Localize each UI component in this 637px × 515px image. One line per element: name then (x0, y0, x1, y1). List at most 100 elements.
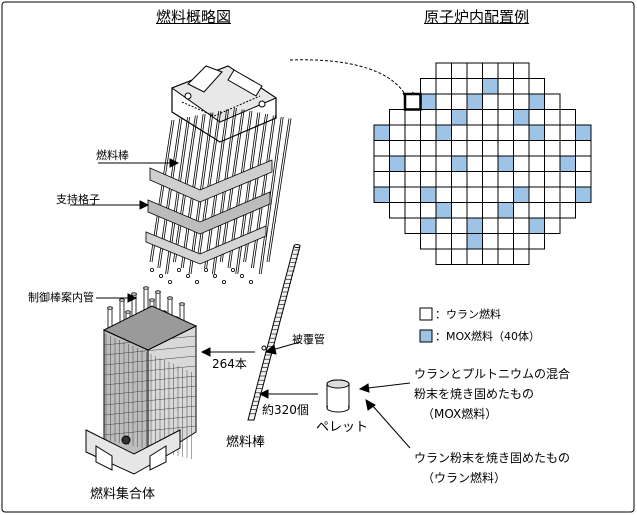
core-cell-uranium (451, 233, 468, 250)
core-cell-uranium (482, 171, 499, 188)
core-cell-mox (466, 217, 483, 234)
core-cell-uranium (435, 186, 452, 203)
core-cell-uranium (389, 202, 406, 219)
core-cell-uranium (482, 93, 499, 110)
core-cell-uranium (513, 140, 530, 157)
core-cell-uranium (420, 124, 437, 141)
core-cell-uranium (451, 202, 468, 219)
core-cell-uranium (404, 217, 421, 234)
core-cell-uranium (482, 62, 499, 79)
core-cell-uranium (420, 140, 437, 157)
core-cell-mox (451, 109, 468, 126)
core-cell-uranium (497, 78, 514, 95)
pellet-illustration (326, 379, 350, 413)
core-cell-uranium (497, 124, 514, 141)
core-cell-uranium (466, 155, 483, 172)
core-cell-uranium (544, 93, 561, 110)
core-cell-uranium (389, 124, 406, 141)
desc-uranium-line1: ウラン粉末を焼き固めたもの (414, 451, 571, 465)
core-cell-uranium (528, 171, 545, 188)
label-fuel-rod-upper: 燃料棒 (96, 149, 129, 162)
core-cell-uranium (497, 171, 514, 188)
core-cell-uranium (513, 93, 530, 110)
core-cell-mox (513, 186, 530, 203)
core-cell-uranium (482, 109, 499, 126)
core-cell-uranium (435, 171, 452, 188)
core-cell-uranium (575, 140, 592, 157)
core-cell-mox (528, 217, 545, 234)
core-cell-uranium (466, 171, 483, 188)
core-cell-uranium (544, 202, 561, 219)
core-cell-mox (420, 186, 437, 203)
core-cell-uranium (451, 140, 468, 157)
core-cell-uranium (389, 171, 406, 188)
label-pellet: ペレット (316, 420, 369, 435)
core-loading-map (373, 62, 592, 265)
core-cell-mox (373, 186, 390, 203)
label-fuel-rod: 燃料棒 (226, 435, 266, 450)
core-cell-uranium (482, 124, 499, 141)
core-cell-uranium (389, 186, 406, 203)
core-cell-uranium (559, 124, 576, 141)
core-cell-uranium (404, 171, 421, 188)
core-cell-uranium (435, 217, 452, 234)
core-cell-uranium (513, 171, 530, 188)
core-cell-uranium (528, 78, 545, 95)
desc-mox-line2: 粉末を焼き固めたもの (414, 387, 535, 401)
core-cell-uranium (435, 248, 452, 265)
legend-mox-label: ：MOX燃料（40体） (435, 330, 540, 343)
core-cell-uranium (513, 62, 530, 79)
core-cell-uranium (513, 248, 530, 265)
legend-uranium-swatch (419, 307, 433, 321)
core-cell-uranium (513, 202, 530, 219)
core-cell-mox (435, 202, 452, 219)
legend-uranium-label: ：ウラン燃料 (435, 308, 501, 321)
core-cell-uranium (435, 62, 452, 79)
core-cell-uranium (466, 248, 483, 265)
core-cell-uranium (466, 202, 483, 219)
core-cell-uranium (497, 217, 514, 234)
core-cell-uranium (544, 186, 561, 203)
core-cell-mox (575, 124, 592, 141)
core-cell-uranium (389, 109, 406, 126)
core-cell-uranium (451, 78, 468, 95)
core-cell-uranium (420, 171, 437, 188)
core-cell-uranium (420, 78, 437, 95)
core-cell-uranium (451, 186, 468, 203)
core-cell-uranium (451, 124, 468, 141)
core-cell-uranium (451, 62, 468, 79)
core-cell-uranium (528, 202, 545, 219)
legend-mox-swatch (419, 329, 433, 343)
core-cell-uranium (482, 186, 499, 203)
core-cell-uranium (544, 155, 561, 172)
core-cell-uranium (544, 217, 561, 234)
core-cell-uranium (482, 233, 499, 250)
desc-mox-line3: （MOX燃料） (422, 407, 498, 421)
core-cell-uranium (544, 124, 561, 141)
core-cell-uranium (373, 140, 390, 157)
core-cell-mox (528, 93, 545, 110)
core-cell-uranium (528, 186, 545, 203)
core-cell-uranium (404, 124, 421, 141)
core-cell-mox (559, 155, 576, 172)
core-cell-uranium (404, 140, 421, 157)
core-cell-uranium (435, 155, 452, 172)
core-cell-mox (466, 233, 483, 250)
label-support-grid: 支持格子 (56, 193, 100, 206)
core-cell-uranium (497, 109, 514, 126)
core-cell-uranium (544, 109, 561, 126)
core-cell-uranium (559, 202, 576, 219)
core-cell-uranium (404, 186, 421, 203)
core-cell-uranium (559, 109, 576, 126)
core-cell-mox (497, 202, 514, 219)
core-cell-uranium (420, 109, 437, 126)
core-cell-uranium (497, 140, 514, 157)
core-cell-uranium (575, 155, 592, 172)
core-cell-mox (497, 155, 514, 172)
core-cell-uranium (404, 155, 421, 172)
core-cell-uranium (497, 186, 514, 203)
core-cell-uranium (528, 140, 545, 157)
desc-mox-line1: ウランとプルトニウムの混合 (414, 367, 571, 381)
core-cell-uranium (482, 202, 499, 219)
core-cell-uranium (404, 202, 421, 219)
